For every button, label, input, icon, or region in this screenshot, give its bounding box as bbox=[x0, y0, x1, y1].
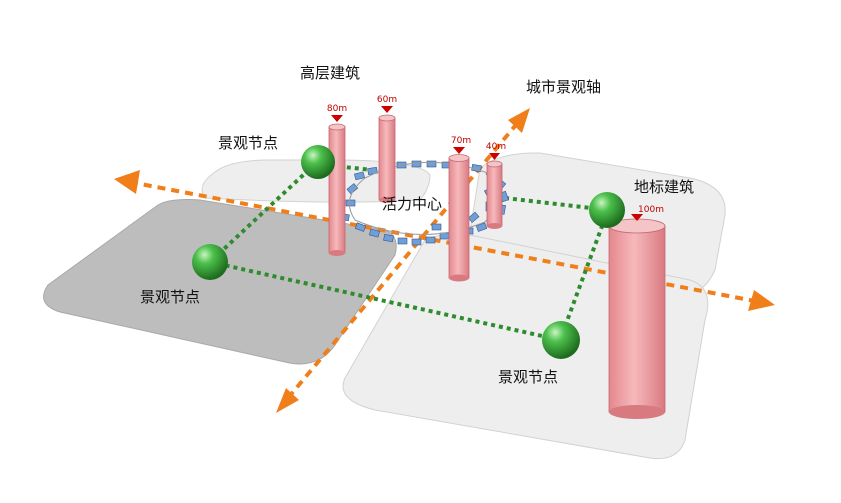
building-60m bbox=[378, 114, 396, 203]
activity-center-ring bbox=[348, 161, 498, 235]
height-label-80m: 80m bbox=[327, 104, 347, 114]
building-40m bbox=[486, 160, 503, 229]
label-high-rise: 高层建筑 bbox=[300, 64, 360, 82]
label-node-left: 景观节点 bbox=[140, 288, 200, 306]
node-sphere-right bbox=[589, 192, 625, 228]
label-activity-center: 活力中心 bbox=[382, 195, 442, 213]
building-landmark-100m bbox=[608, 218, 666, 419]
axis-arrow-right bbox=[748, 290, 775, 311]
node-sphere-top bbox=[301, 145, 335, 179]
node-sphere-bottom bbox=[542, 321, 580, 359]
height-label-70m: 70m bbox=[451, 136, 471, 146]
height-label-40m: 40m bbox=[486, 142, 506, 152]
label-landmark: 地标建筑 bbox=[634, 178, 694, 196]
label-node-bottom: 景观节点 bbox=[498, 368, 558, 386]
label-city-axis: 城市景观轴 bbox=[526, 78, 601, 96]
building-70m bbox=[448, 154, 470, 282]
label-node-top: 景观节点 bbox=[218, 134, 278, 152]
axis-arrow-top bbox=[508, 108, 530, 133]
marker-60m-icon bbox=[381, 106, 393, 113]
marker-80m-icon bbox=[331, 115, 343, 122]
axis-arrow-bottom bbox=[276, 388, 299, 413]
building-80m bbox=[328, 123, 346, 256]
axis-arrow-left bbox=[114, 170, 140, 194]
height-label-60m: 60m bbox=[377, 95, 397, 105]
marker-100m-icon bbox=[631, 214, 643, 221]
block-left-dark bbox=[43, 199, 397, 365]
marker-40m-icon bbox=[489, 153, 500, 160]
height-label-100m: 100m bbox=[638, 205, 664, 215]
node-sphere-left bbox=[192, 244, 228, 280]
marker-70m-icon bbox=[453, 147, 465, 154]
height-markers bbox=[331, 106, 643, 221]
